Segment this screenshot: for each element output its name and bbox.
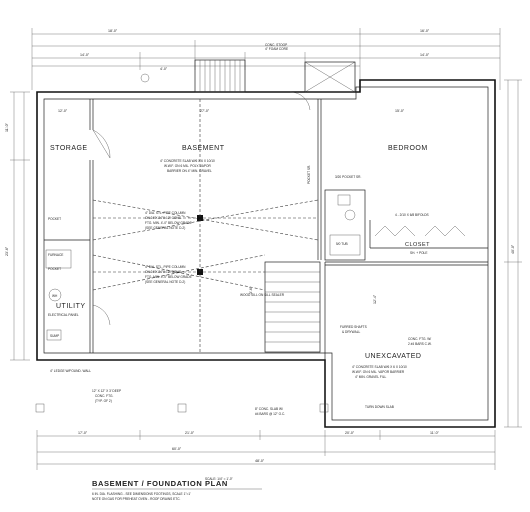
note-furnace: FURNACE <box>48 253 63 257</box>
room-storage: STORAGE <box>50 145 88 152</box>
note-unexc-3: 4" MIN. GRAVEL FILL <box>355 375 386 379</box>
interior-walls <box>44 99 488 427</box>
note-beam-sep-a: (SEE GENERAL NOTE D-2) <box>145 226 185 230</box>
note-tub: 5/0 TUB <box>336 242 348 246</box>
note-stair-wall-2: & DRYWALL <box>342 330 360 334</box>
dim-left-top: 11'-0" <box>5 122 9 132</box>
note-column-b2: ON 24"X 24"X 12" CONC. <box>145 270 182 274</box>
note-ledge: 4" LEDGE W/FOUND. WALL <box>50 369 91 373</box>
dim-bottom-1: 17'-0" <box>78 431 88 435</box>
note-pocket-left: POCKET <box>48 217 61 221</box>
drawing-title: BASEMENT / FOUNDATION PLAN <box>92 479 228 488</box>
note-electrical: ELECTRICAL PANEL <box>48 313 79 317</box>
foundation-walls <box>36 79 496 428</box>
note-pier-2: CONC. FTG. <box>95 394 114 398</box>
note-slab-1: 4" CONCRETE SLAB W/6 X 6 X 10/10 <box>160 159 215 163</box>
dim-top-l2: 14'-0" <box>80 53 90 57</box>
room-closet: CLOSET <box>405 242 430 248</box>
beams-and-columns <box>92 99 319 353</box>
note-pier-3: (TYP. OF 2) <box>95 399 112 403</box>
note-pocket-sr: 3/20 POCKET SR. <box>335 175 361 179</box>
drawing-scale: SCALE: 1/4" = 1'-0" <box>205 477 233 481</box>
note-slab-b2: #4 BARS @ 12" O.C. <box>255 412 285 416</box>
dim-overall-1: 60'-0" <box>172 447 182 451</box>
note-slab-b1: 8" CONC. SLAB W/ <box>255 407 283 411</box>
note-shelf-pole: SH. + POLE <box>410 251 427 255</box>
note-pocket-right: POCKET SR. <box>307 165 311 184</box>
dim-overall-2: 48'-0" <box>255 459 265 463</box>
note-footings-2: 2 #4 BARS C.W. <box>408 342 432 346</box>
note-stair-wall: FURRED SHAFTS <box>340 325 367 329</box>
dim-stair-width: 3'-6" <box>249 286 253 294</box>
note-furnace-pocket: POCKET <box>48 267 61 271</box>
dim-bedroom: 15'-0" <box>395 109 405 113</box>
dim-storage: 12'-0" <box>58 109 68 113</box>
note-column-b1: 4" DIA. STL. PIPE COLUMN <box>145 265 186 269</box>
note-water-heater: WH <box>52 294 58 298</box>
dim-bottom-3: 20'-0" <box>345 431 355 435</box>
note-pier-1: 12" X 12" X 3' DEEP <box>92 389 121 393</box>
note-column-a2: ON 24"X 24"X 12" CONC. <box>145 216 182 220</box>
note-slab-2: W.W.F. ON 6 MIL. POLY. VAPOR <box>164 164 211 168</box>
bottom-dimension-lines <box>36 430 496 470</box>
left-dimension-lines <box>10 79 522 428</box>
dim-stair-run: 12'-4" <box>373 294 377 304</box>
dim-left-mid: 23'-6" <box>5 246 9 256</box>
room-unexcavated: UNEXCAVATED <box>365 353 421 360</box>
note-footings-1: CONC. FTG. W/ <box>408 337 431 341</box>
dim-right-mid: 40'-0" <box>511 244 515 254</box>
room-utility: UTILITY <box>56 303 86 310</box>
room-basement: BASEMENT <box>182 145 225 152</box>
drawing-note-1: 6 IN. DIA. FLASHING - SEE DIMENSIONS FOO… <box>92 492 191 496</box>
dim-top-left: 18'-0" <box>108 29 118 33</box>
note-unexc-1: 4" CONCRETE SLAB W/6 X 6 X 10/10 <box>352 365 407 369</box>
note-unexc-2: W.W.F. ON 6 MIL. VAPOR BARRIER <box>352 370 405 374</box>
entry-stair <box>140 59 356 93</box>
note-conc-stoop: CONC. STOOP <box>265 43 287 47</box>
dim-top-r2: 14'-0" <box>420 53 430 57</box>
note-conc-stoop-2: 4" FOAM CORE <box>265 47 288 51</box>
note-column-a3: FTG. MIN. 4'-0" BELOW GRADE <box>145 221 192 225</box>
note-turn-down: TURN DOWN SLAB <box>365 405 394 409</box>
note-sump: SUMP <box>50 334 59 338</box>
room-bedroom: BEDROOM <box>388 145 428 152</box>
dim-top-right: 16'-0" <box>420 29 430 33</box>
note-column-b3: FTG. MIN. 4'-0" BELOW GRADE <box>145 275 192 279</box>
note-column-a1: 4" DIA. STL. PIPE COLUMN <box>145 211 186 215</box>
note-wood-sill: WOOD SILL ON SILL SEALER <box>240 293 285 297</box>
doors <box>92 91 311 326</box>
closet-bifolds <box>374 225 466 237</box>
dim-bottom-2: 21'-0" <box>185 431 195 435</box>
dim-bottom-4: 11'-0" <box>430 431 440 435</box>
piers <box>35 403 329 413</box>
dim-top-mid: 4'-0" <box>160 67 168 71</box>
utility-equipment <box>45 249 72 341</box>
steel-column-1 <box>197 215 203 221</box>
drawing-note-2: NOTE ON GAS FOR PREHEAT OVEN - ROOF DRAI… <box>92 497 181 501</box>
note-bifolds: 4 - 2/10 X 6/8 BIFOLDS <box>395 213 429 217</box>
note-slab-3: BARRIER ON 4" MIN. GRAVEL <box>167 169 212 173</box>
dim-basement: 27'-0" <box>200 109 210 113</box>
note-beam-sep-b: (SEE GENERAL NOTE D-2) <box>145 280 185 284</box>
